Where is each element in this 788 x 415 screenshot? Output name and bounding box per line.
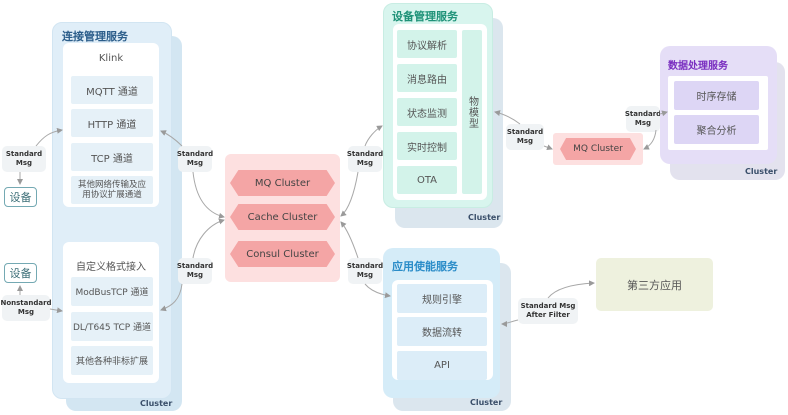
arrow-core-to-device <box>364 125 383 147</box>
data-item-aggregate[interactable]: 聚合分析 <box>674 115 759 144</box>
edge-label-conn-core-bottom: Standard Msg <box>177 258 213 284</box>
app-item-api[interactable]: API <box>397 351 487 380</box>
arrow-label-to-mq <box>543 144 553 151</box>
arrow-device-to-http <box>35 127 63 147</box>
device-node-top[interactable]: 设备 <box>4 187 37 207</box>
klink-group: Klink MQTT 通道 HTTP 通道 TCP 通道 其他网络传输及应用协议… <box>63 43 159 207</box>
custom-item-dlt645[interactable]: DL/T645 TCP 通道 <box>71 312 153 341</box>
connection-service-title: 连接管理服务 <box>62 30 128 43</box>
arrow-label-to-core <box>192 171 225 219</box>
data-service-title: 数据处理服务 <box>668 61 728 72</box>
app-item-data-flow[interactable]: 数据流转 <box>397 317 487 346</box>
custom-format-group: 自定义格式接入 ModBusTCP 通道 DL/T645 TCP 通道 其他各种… <box>63 242 159 383</box>
edge-label-device-standard: Standard Msg <box>2 146 46 172</box>
edge-label-device-nonstandard: Nonstandard Msg <box>0 295 52 321</box>
device-item-protocol[interactable]: 协议解析 <box>397 30 457 58</box>
custom-format-title: 自定义格式接入 <box>76 262 146 273</box>
device-item-routing[interactable]: 消息路由 <box>397 64 457 92</box>
arrow-label-up-core <box>340 221 359 259</box>
core-hex-consul[interactable]: Consul Cluster <box>230 241 335 267</box>
data-cluster-label: Cluster <box>745 167 778 176</box>
edge-label-core-device: Standard Msg <box>347 146 383 172</box>
custom-item-modbus[interactable]: ModBusTCP 通道 <box>71 277 153 306</box>
app-item-rule-engine[interactable]: 规则引擎 <box>397 284 487 313</box>
arrow-label-to-data <box>659 110 668 117</box>
device-cluster-label: Cluster <box>468 213 501 222</box>
custom-item-other[interactable]: 其他各种非标扩展 <box>71 346 153 375</box>
arrow-label-to-core-right <box>340 171 359 217</box>
edge-label-mq-data: Standard Msg <box>625 106 661 132</box>
klink-item-tcp[interactable]: TCP 通道 <box>71 143 153 171</box>
core-hex-mq[interactable]: MQ Cluster <box>230 170 335 196</box>
app-cluster-label: Cluster <box>470 398 503 407</box>
arrow-label-to-third <box>547 280 595 299</box>
device-item-control[interactable]: 实时控制 <box>397 132 457 160</box>
device-item-monitor[interactable]: 状态监测 <box>397 98 457 126</box>
app-service-title: 应用使能服务 <box>392 260 458 273</box>
mq-cluster-hex[interactable]: MQ Cluster <box>560 138 636 160</box>
edge-label-device-mq: Standard Msg <box>506 124 544 150</box>
edge-label-conn-core-top: Standard Msg <box>177 146 213 172</box>
arrow-data-to-mq <box>643 129 657 150</box>
klink-item-http[interactable]: HTTP 通道 <box>71 109 153 137</box>
data-item-timeseries[interactable]: 时序存储 <box>674 81 759 110</box>
edge-label-core-app: Standard Msg <box>347 258 383 284</box>
connection-cluster-label: Cluster <box>140 399 173 408</box>
arrow-core-to-app <box>364 283 391 299</box>
klink-item-other[interactable]: 其他网络传输及应用协议扩展通道 <box>71 176 153 204</box>
device-item-thing-model[interactable]: 物模型 <box>462 30 482 194</box>
device-item-ota[interactable]: OTA <box>397 166 457 194</box>
device-node-bottom[interactable]: 设备 <box>4 263 37 283</box>
arrow-label-to-core-bottom <box>192 218 225 259</box>
klink-title: Klink <box>98 53 124 64</box>
edge-label-app-third: Standard Msg After Filter <box>518 298 578 324</box>
arrow-app-to-label <box>501 319 519 327</box>
arrow-core-to-klink <box>160 130 183 147</box>
arrow-nonstd-to-custom <box>49 307 63 314</box>
arrow-core-to-custom <box>160 283 183 312</box>
klink-item-mqtt[interactable]: MQTT 通道 <box>71 76 153 104</box>
device-service-title: 设备管理服务 <box>392 10 458 23</box>
third-party-app[interactable]: 第三方应用 <box>596 258 713 311</box>
arrow-mq-to-device <box>494 110 521 125</box>
core-hex-cache[interactable]: Cache Cluster <box>230 204 335 230</box>
